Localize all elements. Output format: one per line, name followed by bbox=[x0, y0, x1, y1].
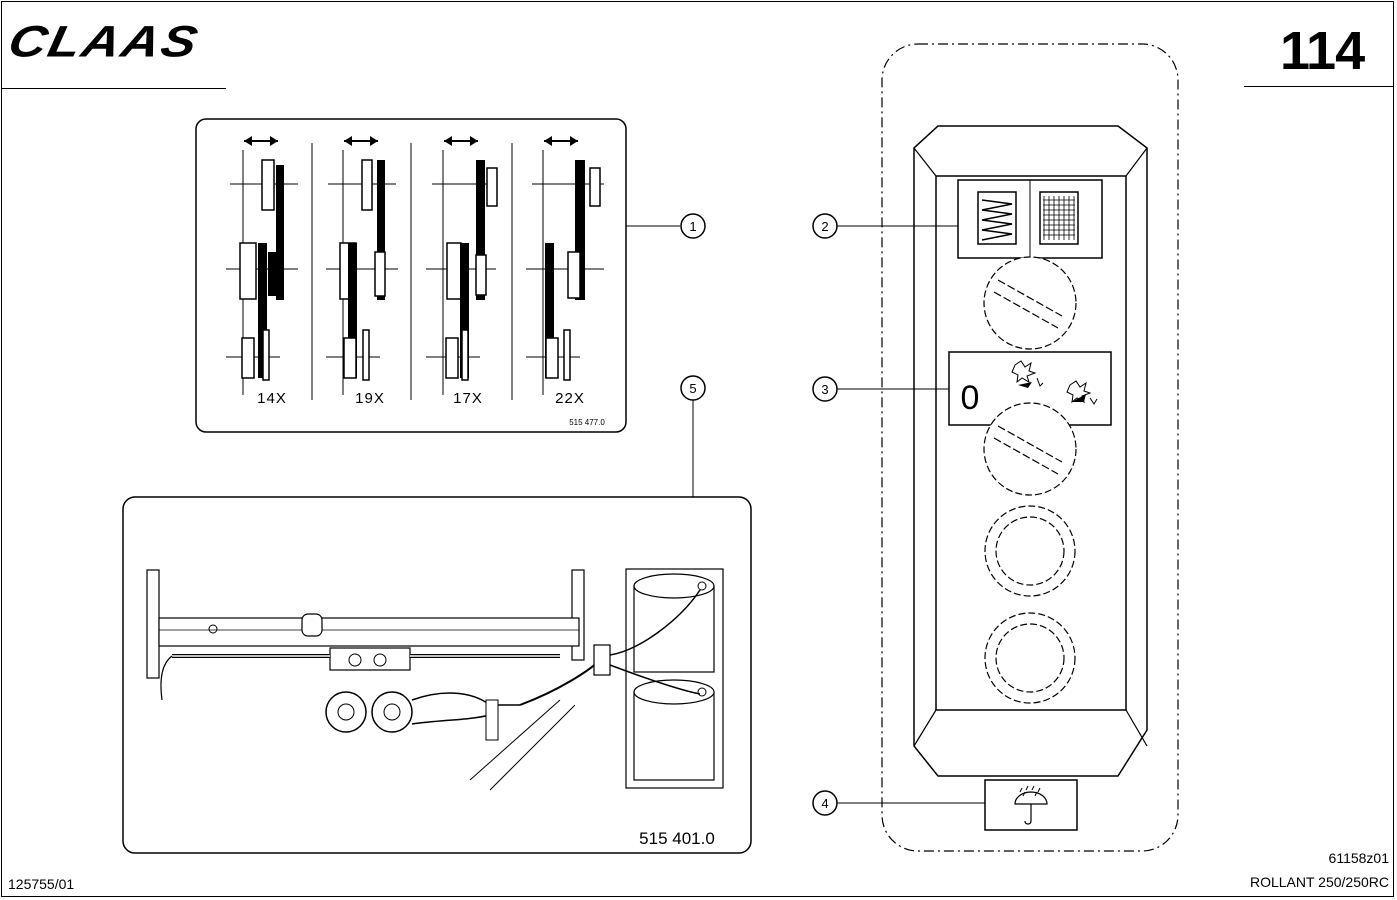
indicator-lamp-2 bbox=[984, 612, 1076, 704]
callout-2: 2 bbox=[812, 213, 958, 239]
belt-config-22x bbox=[526, 136, 604, 395]
belt-part-number: 515 477.0 bbox=[569, 418, 605, 427]
belt-config-17x bbox=[426, 136, 498, 395]
net-wrap-icon bbox=[1039, 191, 1079, 245]
callout-4: 4 bbox=[812, 790, 985, 816]
header-rule-right bbox=[1244, 86, 1394, 87]
hydraulic-part-number: 515 401.0 bbox=[639, 829, 715, 848]
callout-number: 4 bbox=[821, 796, 828, 811]
callout-number: 5 bbox=[689, 381, 696, 396]
model-name: ROLLANT 250/250RC bbox=[1249, 874, 1389, 890]
double-arrow-icon bbox=[244, 136, 278, 146]
keep-dry-decal bbox=[984, 779, 1078, 831]
callout-5: 5 bbox=[680, 375, 706, 497]
position-zero-label: 0 bbox=[961, 379, 980, 417]
figure-id: 61158z01 bbox=[1328, 850, 1389, 866]
net-twine-indicator-decal bbox=[957, 179, 1103, 259]
header-rule-left bbox=[1, 88, 226, 89]
rotary-switch-upper bbox=[983, 256, 1077, 350]
double-arrow-icon bbox=[344, 136, 378, 146]
indicator-lamp-1 bbox=[984, 505, 1076, 597]
control-panel: 0 bbox=[881, 43, 1179, 852]
knife-disengaged-icon bbox=[1066, 380, 1098, 405]
ratio-label: 14X bbox=[257, 390, 287, 407]
double-arrow-icon bbox=[444, 136, 478, 146]
belt-config-14x bbox=[226, 136, 298, 395]
twine-wrap-icon bbox=[977, 191, 1017, 245]
callout-number: 2 bbox=[821, 219, 828, 234]
callout-number: 3 bbox=[821, 382, 828, 397]
umbrella-icon bbox=[1014, 785, 1048, 825]
ratio-label: 22X bbox=[555, 390, 585, 407]
knife-engaged-icon bbox=[1011, 360, 1044, 388]
doc-number: 125755/01 bbox=[8, 876, 75, 892]
ratio-label: 17X bbox=[453, 390, 483, 407]
belt-drive-decal: 14X 19X 17X 22X 515 477.0 bbox=[195, 118, 627, 433]
page-number: 114 bbox=[1280, 21, 1365, 81]
double-arrow-icon bbox=[544, 136, 578, 146]
hydraulic-decal: 515 401.0 bbox=[122, 496, 752, 854]
callout-1: 1 bbox=[626, 213, 706, 239]
callout-3: 3 bbox=[812, 376, 949, 402]
callout-number: 1 bbox=[689, 219, 696, 234]
ratio-label: 19X bbox=[355, 390, 385, 407]
belt-config-19x bbox=[326, 136, 398, 395]
rotary-switch-knife bbox=[983, 402, 1077, 496]
